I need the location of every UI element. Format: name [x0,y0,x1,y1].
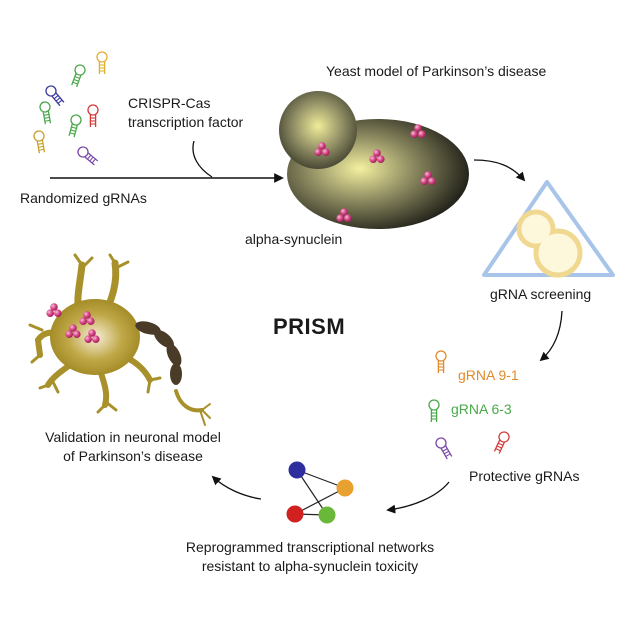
yeast-cell-illustration [279,91,469,229]
grna-hairpin-icon [32,129,48,155]
randomized-grna-hairpins [32,51,108,168]
arrow-to-network [386,481,450,514]
network-node-orange [336,479,354,497]
grna-9-1-label: gRNA 9-1 [458,367,519,383]
grna-screening-label: gRNA screening [490,286,592,302]
networks-label-line2: resistant to alpha-synuclein toxicity [201,558,419,574]
network-edge [296,469,328,516]
network-node-blue [288,461,306,479]
randomized-grnas-label: Randomized gRNAs [20,190,147,206]
protective-grna-hairpin-icon [433,435,455,461]
network-edge [294,487,346,515]
screening-illustration [482,180,615,278]
grna-hairpin-icon [38,100,54,126]
grna-hairpin-icon [87,104,99,128]
crispr-connector [192,140,213,178]
validation-label-line2: of Parkinson’s disease [63,448,203,464]
arrow-to-validation [211,475,262,500]
networks-label-line1: Reprogrammed transcriptional networks [185,539,435,555]
transcriptional-network [286,461,354,524]
grna-6-3-label: gRNA 6-3 [451,401,512,417]
screening-yeast-mother [533,228,583,278]
grna-hairpin-icon [96,51,108,75]
arrow-to-protective [539,310,563,362]
grna-hairpin-icon [68,62,88,89]
yeast-bud-cell [279,91,357,169]
screening-yeast-fill [521,214,551,244]
validation-label-line1: Validation in neuronal model [45,429,221,445]
grna-9-1-hairpin-icon [435,350,447,374]
network-node-red [286,505,304,523]
network-edge [296,469,346,489]
grna-hairpin-icon [66,113,83,139]
page-title: PRISM [273,314,346,339]
neuron-axon-myelin [135,321,182,385]
alpha-synuclein-label: alpha-synuclein [245,231,343,247]
network-node-green [318,506,336,524]
protective-grnas-label: Protective gRNAs [469,468,580,484]
yeast-model-label: Yeast model of Parkinson’s disease [326,63,547,79]
neuron-illustration [28,253,211,426]
crispr-label-line1: CRISPR-Cas [128,95,211,111]
grna-6-3-hairpin-icon [428,399,440,423]
arrow-to-screening [473,159,526,182]
crispr-label-line2: transcription factor [128,114,244,130]
grna-hairpin-icon [43,83,67,108]
grna-hairpin-icon [75,144,100,168]
alpha-synuclein-cluster-icon [46,303,62,317]
protective-grna-hairpin-icon [491,429,512,456]
